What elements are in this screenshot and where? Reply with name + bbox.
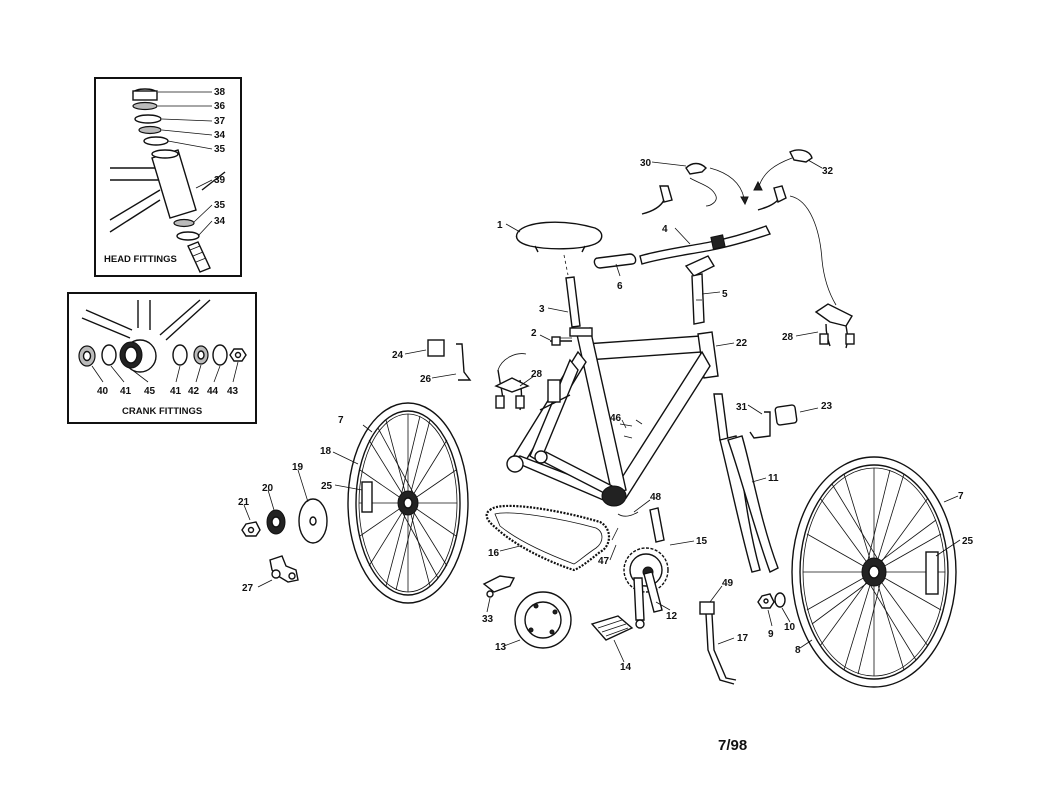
head-label-38: 38 [214, 87, 226, 98]
callout-22: 22 [736, 338, 748, 349]
callout-30: 30 [640, 158, 652, 169]
derailleur-clamp [482, 575, 516, 598]
axle-nut [241, 521, 261, 537]
callout-16: 16 [488, 548, 500, 559]
saddle [515, 221, 603, 253]
front-axle-nut [757, 593, 775, 609]
grip [593, 253, 637, 269]
callout-28-rear: 28 [531, 369, 543, 380]
callout-20: 20 [262, 483, 274, 494]
crank-label-43: 43 [227, 386, 239, 397]
callout-24: 24 [392, 350, 404, 361]
rear-derailleur [269, 555, 299, 583]
crank-label-44: 44 [207, 386, 219, 397]
callout-7-rear: 7 [338, 415, 344, 426]
crank-label-42: 42 [188, 386, 200, 397]
callout-5: 5 [722, 289, 728, 300]
head-label-37: 37 [214, 116, 226, 127]
head-label-35b: 35 [214, 200, 226, 211]
front-axle-washer [774, 592, 786, 608]
front-reflector [774, 404, 798, 426]
callout-31: 31 [736, 402, 748, 413]
callout-23: 23 [821, 401, 833, 412]
callout-1: 1 [497, 220, 503, 231]
callout-49: 49 [722, 578, 734, 589]
callout-2: 2 [531, 328, 537, 339]
callout-12: 12 [666, 611, 678, 622]
chainring [623, 507, 669, 613]
callout-46: 46 [610, 413, 622, 424]
callout-8: 8 [795, 645, 801, 656]
crank-fittings-inset: 40 41 45 41 42 44 43 CRANK FITTINGS [67, 292, 257, 424]
brake-lever-right [753, 149, 837, 306]
callout-19: 19 [292, 462, 304, 473]
bb-small-parts [611, 419, 643, 541]
spoke-protector [298, 498, 328, 544]
callout-14: 14 [620, 662, 632, 673]
head-label-36: 36 [214, 101, 226, 112]
callout-9: 9 [768, 629, 774, 640]
chain [485, 504, 611, 572]
rear-spokes [359, 414, 457, 592]
rear-wheel [347, 402, 469, 604]
callout-labels: 1 2 3 4 5 6 7 7 8 9 10 11 12 13 14 15 16… [238, 158, 974, 673]
crank-arm [633, 577, 645, 629]
crank-label-45: 45 [144, 386, 156, 397]
seat-post [565, 276, 581, 328]
pedal [590, 615, 634, 641]
seat-reflector [427, 339, 445, 357]
date-code: 7/98 [718, 737, 747, 754]
callout-leaders [243, 159, 961, 663]
callout-15: 15 [696, 536, 708, 547]
callout-33: 33 [482, 614, 494, 625]
kickstand [699, 601, 737, 685]
crank-fittings-title: CRANK FITTINGS [122, 406, 202, 417]
crank-label-40: 40 [97, 386, 109, 397]
callout-4: 4 [662, 224, 668, 235]
callout-48: 48 [650, 492, 662, 503]
front-wheel [791, 456, 957, 688]
callout-32: 32 [822, 166, 834, 177]
callout-25-front: 25 [962, 536, 974, 547]
callout-11: 11 [768, 473, 779, 484]
stem [684, 255, 715, 325]
callout-47: 47 [598, 556, 610, 567]
reflector-bracket-front [749, 411, 771, 439]
crank-label-41b: 41 [170, 386, 182, 397]
callout-28-front: 28 [782, 332, 794, 343]
crank-fittings-box [67, 292, 257, 424]
reflector-bracket-rear [456, 343, 472, 381]
brake-lever-left [641, 162, 749, 215]
head-label-34: 34 [214, 130, 226, 141]
callout-17: 17 [737, 633, 749, 644]
rear-wheel-reflector [361, 481, 373, 513]
freewheel [266, 509, 286, 535]
callout-13: 13 [495, 642, 507, 653]
front-brake [814, 303, 855, 349]
callout-26: 26 [420, 374, 432, 385]
callout-10: 10 [784, 622, 796, 633]
chain-guard-disc [514, 591, 572, 649]
callout-25-rear: 25 [321, 481, 333, 492]
head-label-39: 39 [214, 175, 226, 186]
crank-label-41: 41 [120, 386, 132, 397]
callout-27: 27 [242, 583, 254, 594]
front-wheel-reflector [925, 551, 939, 595]
bicycle-frame [506, 327, 719, 507]
head-label-34b: 34 [214, 216, 226, 227]
rear-brake [494, 353, 530, 411]
handlebar [639, 225, 771, 265]
callout-3: 3 [539, 304, 545, 315]
callout-18: 18 [320, 446, 332, 457]
head-fittings-title: HEAD FITTINGS [104, 254, 177, 265]
head-label-35: 35 [214, 144, 226, 155]
head-fittings-inset: 38 36 37 34 35 39 35 34 HEAD FITTINGS [94, 77, 242, 277]
front-fork [713, 393, 779, 573]
callout-7-front: 7 [958, 491, 964, 502]
callout-6: 6 [617, 281, 623, 292]
seat-bolt [550, 336, 572, 346]
callout-21: 21 [238, 497, 250, 508]
